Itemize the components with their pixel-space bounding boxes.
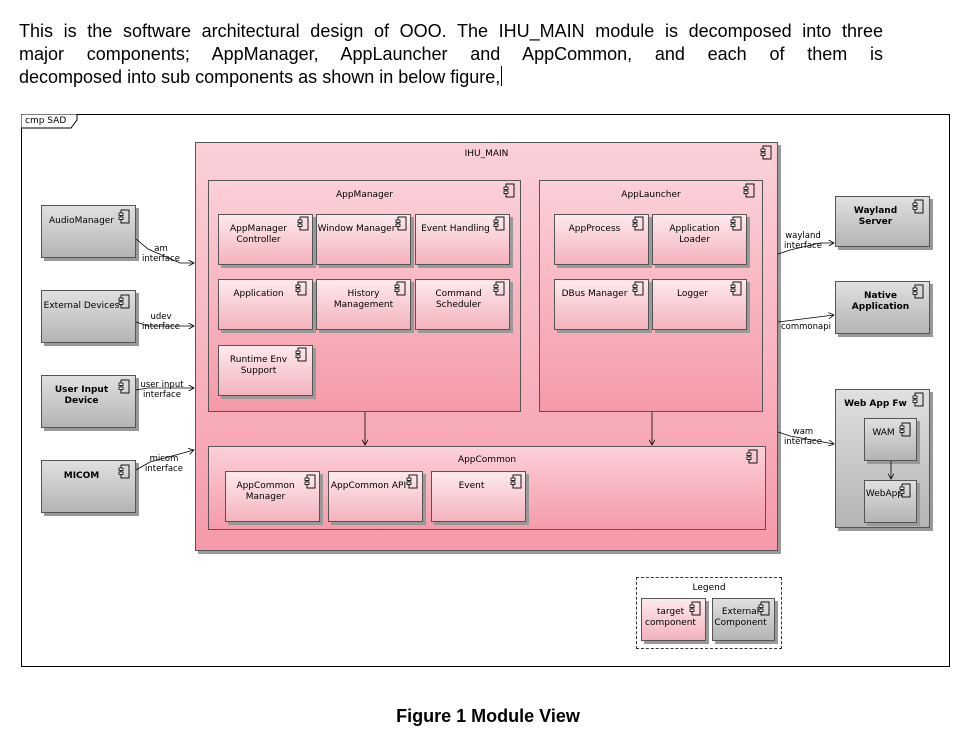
app-manager-title: AppManager: [335, 190, 394, 200]
frame-tab-label: cmp SAD: [25, 116, 67, 126]
component-icon: [297, 216, 309, 231]
component-icon: [899, 483, 911, 498]
component-label: History Management: [333, 289, 394, 310]
component-icon: [406, 474, 418, 489]
interface-label-user-input: user input interface: [140, 380, 184, 400]
component-icon: [304, 474, 316, 489]
component-icon: [118, 379, 130, 394]
legend-target-component: target component: [641, 598, 706, 641]
component-label: External Component: [714, 607, 767, 628]
component-appcommon-api[interactable]: AppCommon API: [328, 471, 423, 522]
external-webapp[interactable]: WebApp: [864, 480, 917, 523]
legend-external-component: External Component: [712, 598, 775, 641]
intro-paragraph: This is the software architectural desig…: [19, 20, 883, 89]
component-label: User Input Device: [54, 385, 109, 406]
component-label: Event: [458, 481, 485, 491]
component-label: Event Handling: [421, 224, 490, 234]
component-label: AppProcess: [568, 224, 621, 234]
component-icon: [395, 216, 407, 231]
external-wam[interactable]: WAM: [864, 418, 917, 461]
interface-label-am: am interface: [142, 244, 180, 264]
legend: Legend: [636, 577, 782, 649]
component-label: Wayland Server: [853, 206, 898, 227]
interface-label-wam: wam interface: [784, 427, 822, 447]
component-label: WebApp: [865, 489, 904, 499]
component-icon: [493, 216, 505, 231]
app-common-title: AppCommon: [457, 455, 517, 465]
component-label: DBus Manager: [561, 289, 628, 299]
component-icon: [295, 281, 307, 296]
component-label: Command Scheduler: [435, 289, 482, 310]
component-icon: [632, 281, 644, 296]
component-appcommon-manager[interactable]: AppCommon Manager: [225, 471, 320, 522]
component-label: Application: [233, 289, 284, 299]
figure-caption: Figure 1 Module View: [396, 706, 580, 726]
component-label: AppCommon Manager: [236, 481, 295, 502]
interface-label-udev: udev interface: [142, 312, 180, 332]
legend-title: Legend: [692, 583, 726, 593]
component-icon: [118, 294, 130, 309]
component-icon: [743, 183, 755, 198]
external-audio-manager[interactable]: AudioManager: [41, 205, 136, 258]
component-label: Web App Fw: [844, 399, 907, 409]
component-icon: [912, 392, 924, 407]
paragraph-line: decomposed into sub components as shown …: [19, 66, 503, 87]
component-label: WAM: [872, 428, 895, 438]
interface-label-commonapi: commonapi: [781, 322, 831, 332]
component-icon: [758, 601, 770, 616]
component-application[interactable]: Application: [218, 279, 313, 330]
app-launcher-title: AppLauncher: [621, 190, 681, 200]
component-label: AppManager Controller: [229, 224, 288, 245]
component-label: Logger: [676, 289, 709, 299]
component-icon: [295, 347, 307, 362]
component-icon: [912, 199, 924, 214]
component-icon: [118, 464, 130, 479]
component-appmanager-controller[interactable]: AppManager Controller: [218, 214, 313, 265]
component-label: Application Loader: [669, 224, 720, 245]
diagram-frame: [21, 114, 950, 667]
component-icon: [760, 145, 772, 160]
ihu-main-title: IHU_MAIN: [464, 149, 509, 159]
interface-label-micom: micom interface: [145, 454, 183, 474]
component-event[interactable]: Event: [431, 471, 526, 522]
component-icon: [899, 422, 911, 437]
component-icon: [118, 209, 130, 224]
text-cursor: [501, 66, 503, 86]
component-icon: [503, 183, 515, 198]
component-history-management[interactable]: History Management: [316, 279, 411, 330]
external-external-devices[interactable]: External Devices: [41, 290, 136, 343]
component-label: External Devices: [43, 301, 120, 311]
component-icon: [912, 284, 924, 299]
frame-tab-shape: [21, 114, 78, 129]
component-label: Runtime Env Support: [229, 355, 288, 376]
component-icon: [730, 216, 742, 231]
component-label: MICOM: [63, 471, 100, 481]
component-label: target component: [645, 607, 696, 628]
paragraph-line: This is the software architectural desig…: [19, 21, 883, 41]
component-window-manager[interactable]: Window Manager: [316, 214, 411, 265]
component-label: Native Application: [851, 291, 910, 312]
component-label: Window Manager: [317, 224, 396, 234]
component-icon: [394, 281, 406, 296]
component-icon: [689, 601, 701, 616]
component-icon: [493, 281, 505, 296]
interface-label-wayland: wayland interface: [784, 231, 822, 251]
component-label: AudioManager: [48, 216, 115, 226]
component-icon: [632, 216, 644, 231]
paragraph-line: major components; AppManager, AppLaunche…: [19, 44, 883, 64]
component-label: AppCommon API: [330, 481, 407, 491]
component-icon: [730, 281, 742, 296]
component-icon: [746, 449, 758, 464]
component-icon: [510, 474, 522, 489]
